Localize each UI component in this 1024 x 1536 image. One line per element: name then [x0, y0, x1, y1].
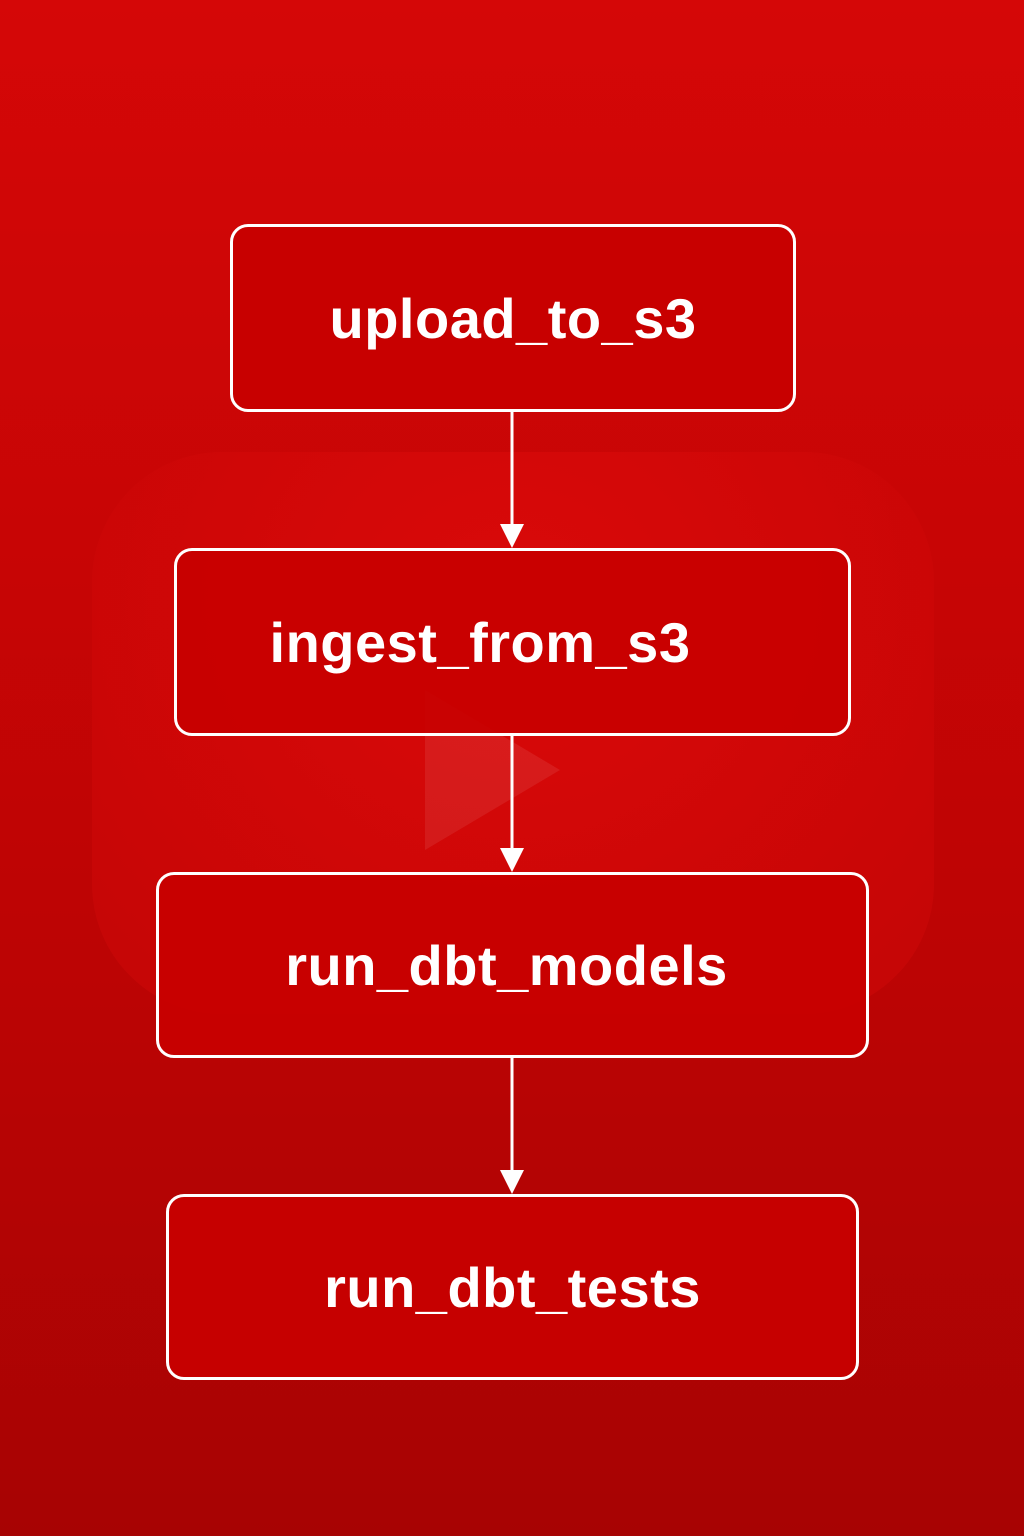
node-upload-to-s3[interactable]: upload_to_s3 [230, 224, 796, 412]
node-label: ingest_from_s3 [269, 610, 691, 674]
edge-upload-to-ingest [500, 412, 524, 548]
node-label: upload_to_s3 [329, 286, 697, 350]
edge-models-to-tests [500, 1058, 524, 1194]
edge-ingest-to-models [500, 736, 524, 872]
arrowhead-icon [500, 524, 524, 548]
node-label: run_dbt_models [285, 933, 728, 997]
node-run-dbt-tests[interactable]: run_dbt_tests [166, 1194, 859, 1380]
arrowhead-icon [500, 1170, 524, 1194]
node-label: run_dbt_tests [324, 1255, 701, 1319]
node-ingest-from-s3[interactable]: ingest_from_s3 [174, 548, 851, 736]
arrowhead-icon [500, 848, 524, 872]
node-run-dbt-models[interactable]: run_dbt_models [156, 872, 869, 1058]
